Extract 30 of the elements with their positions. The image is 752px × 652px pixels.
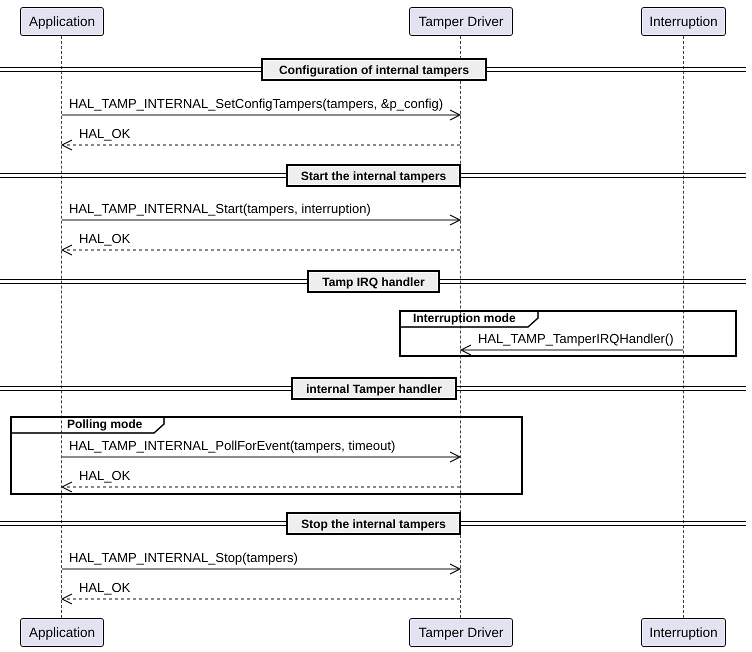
participant-box: Application [20,618,104,647]
participant-box: Tamper Driver [409,618,513,647]
group-label: Polling mode [66,416,144,433]
message-label: HAL_OK [79,468,130,483]
message-arrow [61,481,460,493]
message-arrow [61,593,460,605]
participant-box: Interruption [641,7,726,36]
lifeline [683,36,684,618]
message-label: HAL_OK [79,126,130,141]
participant-box: Interruption [641,618,726,647]
message-arrow [61,244,460,256]
group-tab [10,416,166,435]
participant-box: Application [20,7,104,36]
message-label: HAL_TAMP_INTERNAL_Start(tampers, interruption) [69,201,371,216]
group-tab [399,310,540,329]
message-label: HAL_OK [79,580,130,595]
message-label: HAL_TAMP_INTERNAL_PollForEvent(tampers, timeout) [69,438,396,453]
group-label: Interruption mode [412,310,517,327]
message-label: HAL_TAMP_INTERNAL_SetConfigTampers(tampers, &p_config) [69,96,444,111]
message-label: HAL_TAMP_TamperIRQHandler() [478,331,674,346]
message-arrow [62,563,461,575]
message-arrow [460,344,684,356]
participant-box: Tamper Driver [409,7,513,36]
message-label: HAL_OK [79,231,130,246]
message-arrow [62,214,461,226]
message-arrow [62,109,461,121]
message-arrow [61,139,460,151]
lifeline [61,36,62,618]
message-label: HAL_TAMP_INTERNAL_Stop(tampers) [69,550,298,565]
message-arrow [62,451,461,463]
